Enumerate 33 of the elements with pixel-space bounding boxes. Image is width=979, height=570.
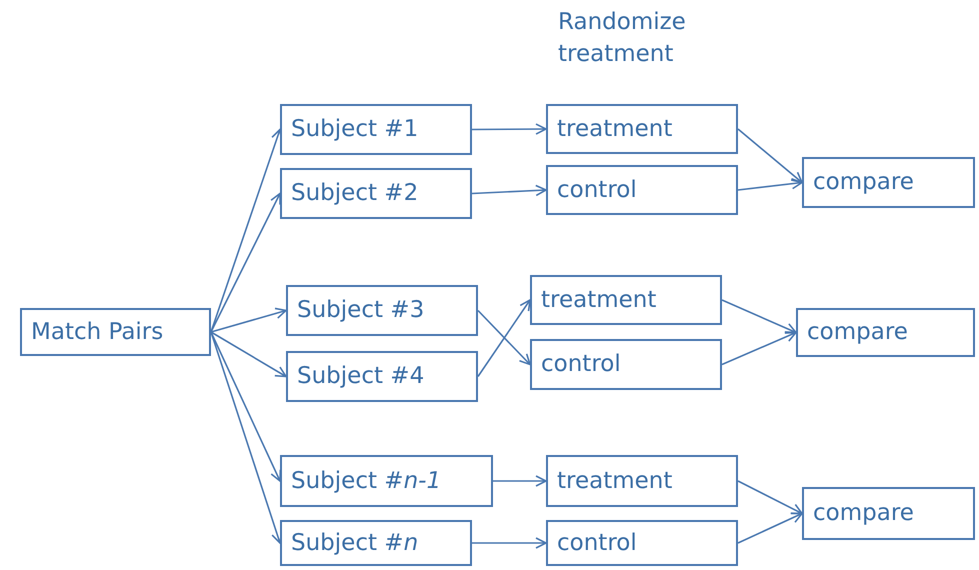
arrow	[477, 299, 531, 377]
process-box: Subject #2	[280, 168, 472, 219]
process-box: compare	[802, 487, 975, 540]
arrow	[472, 537, 547, 549]
arrow	[210, 308, 287, 333]
arrow	[210, 331, 287, 378]
arrow	[737, 128, 803, 184]
process-box: control	[530, 339, 722, 390]
process-box: control	[546, 165, 738, 215]
arrow	[738, 512, 803, 544]
arrow	[722, 299, 797, 334]
process-box: compare	[802, 157, 975, 208]
process-box: compare	[796, 308, 975, 357]
process-box: treatment	[546, 455, 738, 507]
arrow	[477, 310, 531, 366]
arrow	[738, 178, 803, 191]
process-box: Subject #1	[280, 104, 472, 155]
process-box: treatment	[546, 104, 738, 154]
arrow	[738, 480, 803, 514]
arrow	[472, 123, 547, 135]
process-box: Subject #3	[286, 285, 478, 336]
arrow	[210, 192, 281, 332]
column-heading: Randomize treatment	[558, 8, 687, 69]
process-box: Subject #n-1	[280, 455, 493, 507]
arrow	[722, 331, 797, 366]
process-box: Match Pairs	[20, 308, 211, 356]
process-box: treatment	[530, 275, 722, 325]
arrow	[472, 184, 547, 196]
process-box: control	[546, 520, 738, 566]
arrow	[210, 332, 282, 482]
process-box: Subject #n	[280, 520, 472, 566]
process-box: Subject #4	[286, 351, 478, 402]
arrow	[493, 475, 547, 487]
